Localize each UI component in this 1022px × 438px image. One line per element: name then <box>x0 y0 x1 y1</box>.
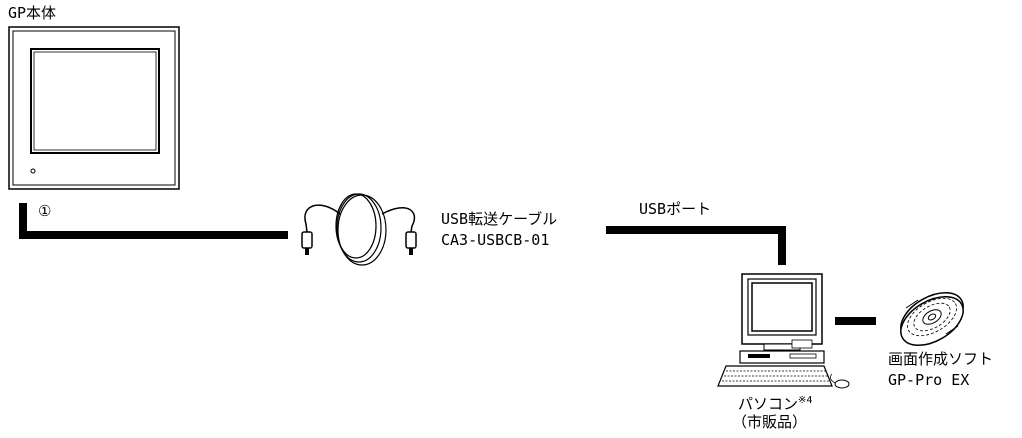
pc-note: ※4 <box>798 395 813 406</box>
cable-name-label: USB転送ケーブル <box>441 210 558 228</box>
usb-cable-icon <box>301 193 417 266</box>
pc-icon <box>717 273 850 389</box>
usb-port-cable-line <box>606 226 786 265</box>
connection-marker: ① <box>38 202 52 220</box>
software-category-label: 画面作成ソフト <box>888 350 994 368</box>
software-name-label: GP-Pro EX <box>888 371 970 389</box>
gp-unit-label: GP本体 <box>8 4 57 22</box>
pc-label: パソコン※4 <box>738 395 813 413</box>
pc-sublabel: （市販品） <box>732 413 808 431</box>
cd-disc-icon <box>900 291 964 347</box>
gp-cable-line <box>19 203 288 239</box>
usb-port-label: USBポート <box>639 200 712 218</box>
cable-model-label: CA3-USBCB-01 <box>441 231 550 249</box>
gp-unit-icon <box>8 26 180 190</box>
